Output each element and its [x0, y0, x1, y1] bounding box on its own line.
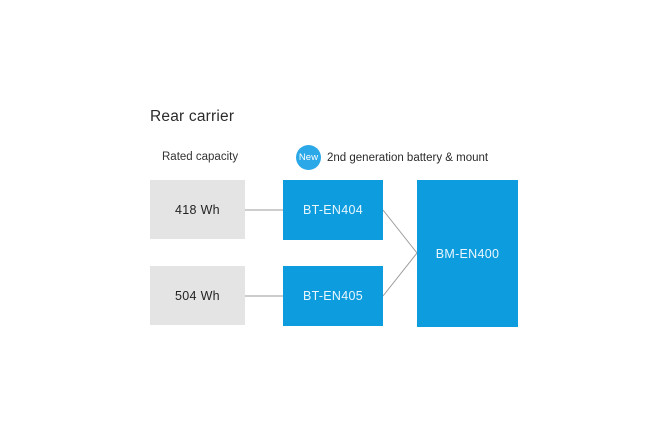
battery-node-bt-en404: BT-EN404 — [283, 180, 383, 240]
capacity-node-504wh: 504 Wh — [150, 266, 245, 325]
column-header-rated-capacity: Rated capacity — [162, 151, 239, 163]
new-badge: New — [296, 145, 321, 170]
mount-node-bm-en400: BM-EN400 — [417, 180, 518, 327]
battery-node-bt-en405: BT-EN405 — [283, 266, 383, 326]
column-header-battery-mount: New 2nd generation battery & mount — [296, 145, 488, 170]
page-title: Rear carrier — [150, 108, 235, 125]
capacity-node-418wh: 418 Wh — [150, 180, 245, 239]
column-header-battery-mount-label: 2nd generation battery & mount — [327, 151, 489, 164]
